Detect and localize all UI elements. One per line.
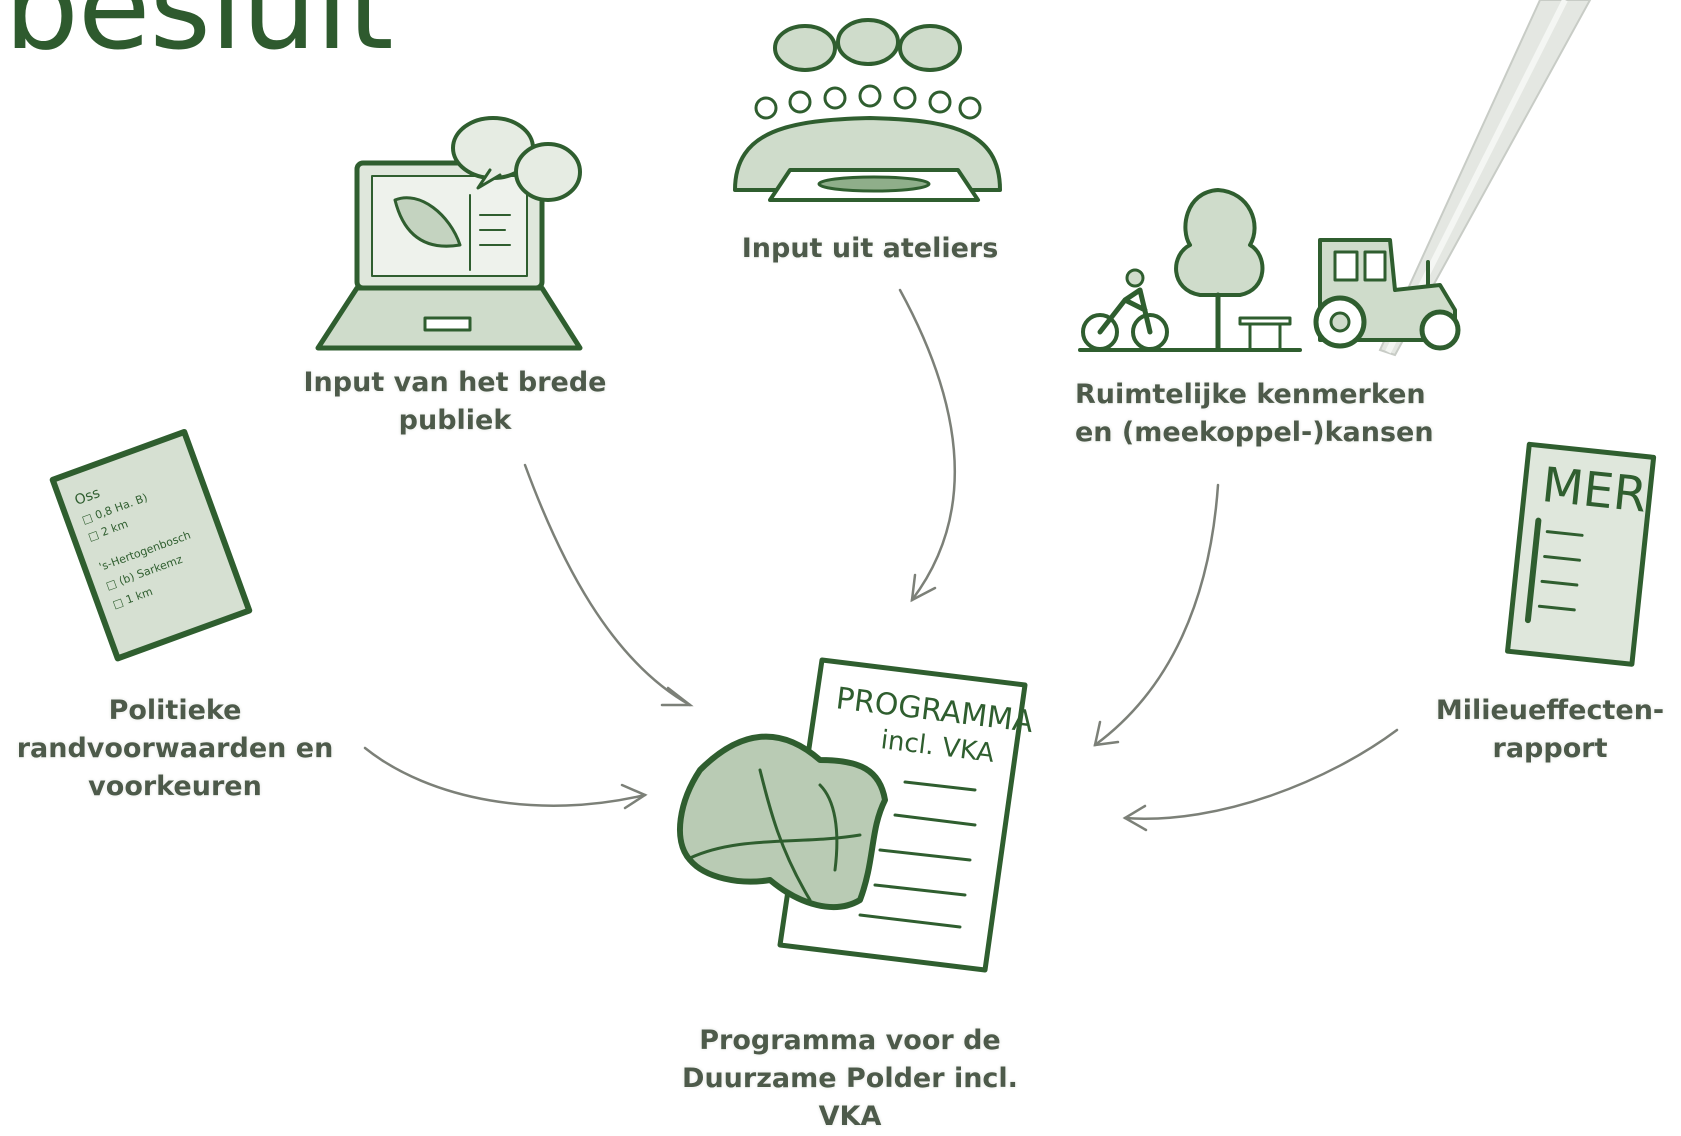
mer-heading: MER: [1539, 457, 1649, 524]
mer-report-icon: MER: [1505, 441, 1657, 667]
arrow-publiek: [523, 463, 692, 707]
arrow-ruimte-head: [1093, 720, 1120, 747]
arrow-politiek-head: [620, 783, 648, 810]
label-mer: Milieueffecten- rapport: [1435, 695, 1665, 764]
arrow-mer-head: [1122, 804, 1148, 832]
label-ateliers: Input uit ateliers: [741, 233, 999, 264]
programme-document-icon: PROGRAMMA incl. VKA: [677, 657, 1036, 973]
atelier-group-icon: [733, 18, 1002, 202]
arrow-ateliers-head: [910, 573, 937, 603]
landscape-icon: [1078, 188, 1461, 352]
label-publiek: Input van het brede publiek: [303, 367, 607, 436]
arrow-ruimte: [1093, 483, 1220, 747]
label-politiek: Politieke randvoorwaarden en voorkeuren: [16, 695, 334, 802]
label-ruimte: Ruimtelijke kenmerken en (meekoppel-)kan…: [1075, 379, 1434, 448]
arrow-ateliers: [898, 288, 956, 602]
arrow-publiek-head: [660, 686, 694, 707]
page-title: besluit: [4, 0, 394, 76]
arrow-mer: [1123, 728, 1399, 820]
flow-arrows: [363, 288, 1399, 832]
map-shape: [677, 733, 888, 910]
politics-note-icon: Oss □ 0,8 Ha. B) □ 2 km 's-Hertogenbosch…: [49, 428, 253, 662]
arrow-politiek: [363, 746, 647, 807]
laptop-icon: [315, 116, 583, 351]
label-programme: Programma voor de Duurzame Polder incl. …: [682, 1025, 1018, 1132]
